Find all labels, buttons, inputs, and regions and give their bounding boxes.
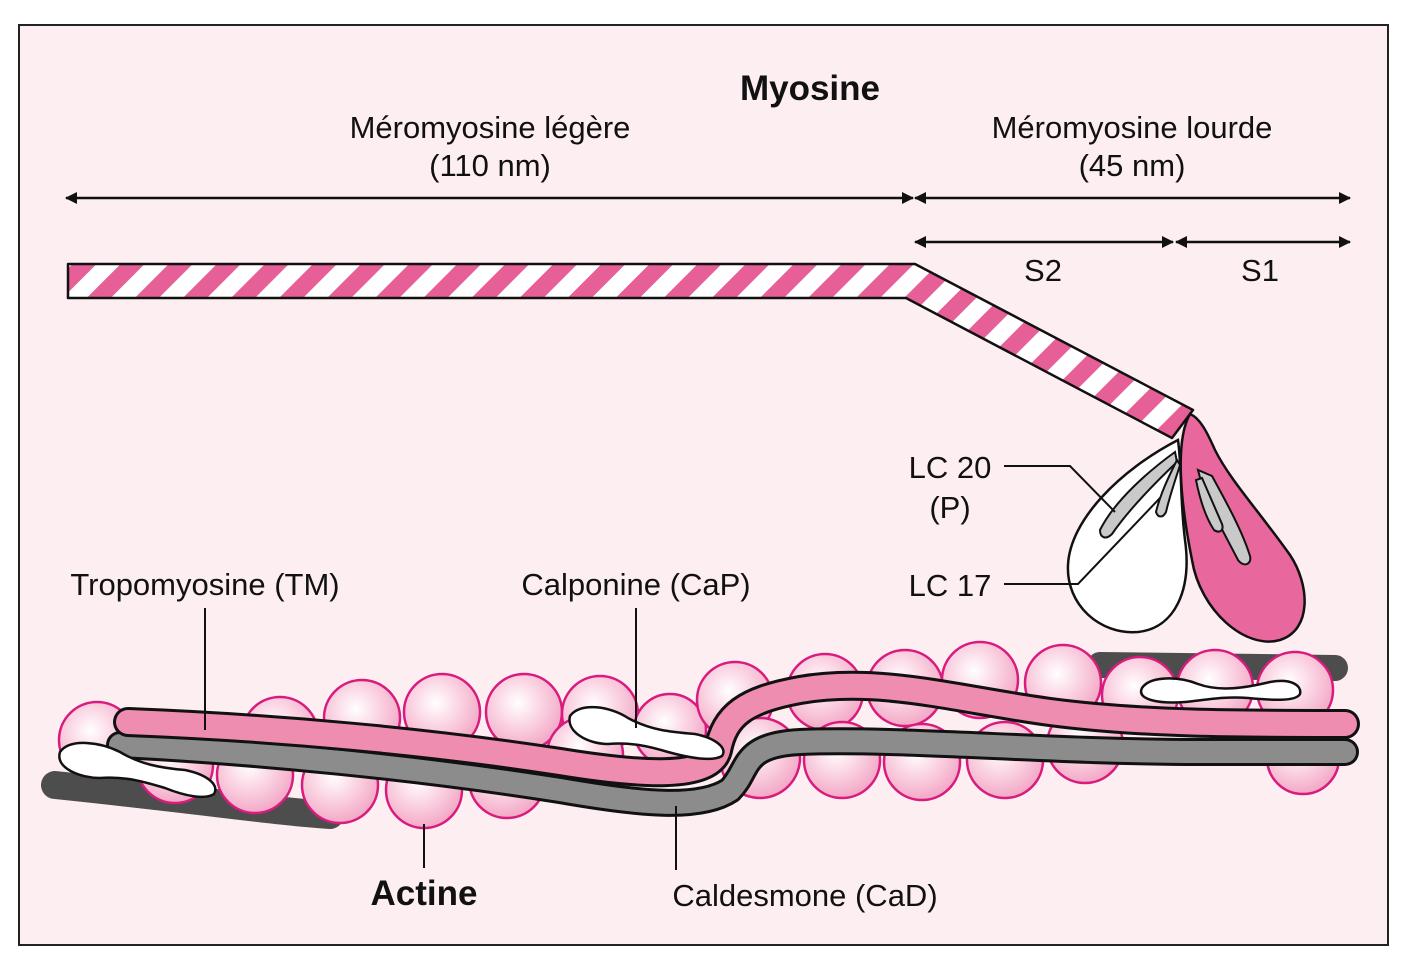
calponin-label: Calponine (CaP)	[521, 567, 750, 602]
caldesmon-strand	[106, 727, 1359, 817]
lc17-light-chain	[1154, 457, 1182, 518]
lc17-leader-line	[1004, 497, 1161, 585]
myosin-title: Myosine	[740, 69, 880, 108]
myosin-head-pink	[1179, 412, 1306, 643]
calponin-molecule	[1139, 677, 1302, 704]
lc20-label: LC 20	[909, 450, 992, 485]
s1-label: S1	[1241, 253, 1279, 288]
lc20-p-label: (P)	[929, 490, 970, 525]
caldesmon-label: Caldesmone (CaD)	[672, 878, 937, 913]
tropomyosin-label: Tropomyosine (TM)	[70, 567, 339, 602]
myosin-tail	[66, 262, 1195, 440]
tropomyosin-strand	[113, 670, 1360, 788]
calponin-molecule	[568, 705, 725, 761]
hmm-label: Méromyosine lourde	[992, 110, 1273, 145]
myosin-head-white	[1066, 438, 1188, 634]
actin-label: Actine	[371, 874, 478, 913]
lmm-length: (110 nm)	[429, 148, 551, 183]
lc20-light-chain	[1098, 450, 1179, 539]
hmm-length: (45 nm)	[1079, 148, 1186, 183]
lmm-label: Méromyosine légère	[350, 110, 631, 145]
lc20-leader-line	[1004, 465, 1116, 513]
calponin-molecule	[58, 741, 217, 799]
calponin-molecules	[58, 677, 1302, 799]
s2-label: S2	[1024, 253, 1062, 288]
lc17-label: LC 17	[909, 568, 992, 603]
